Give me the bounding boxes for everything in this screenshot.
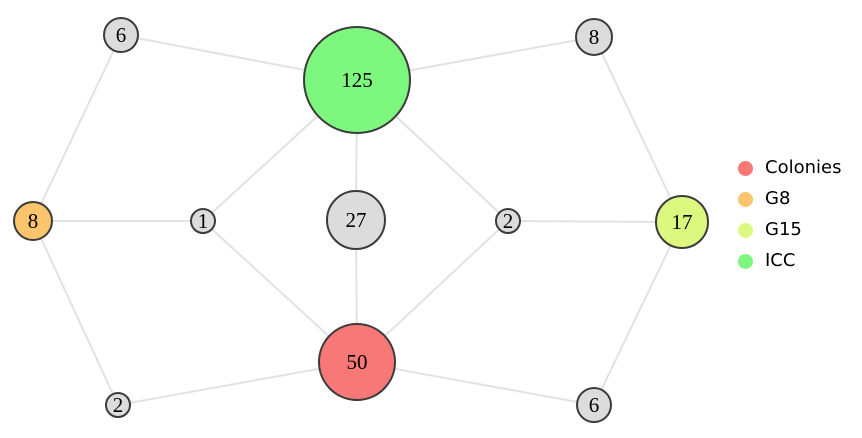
node-circle-n2-bottom-left[interactable] [105, 392, 131, 418]
node-label-n6-bottom-right: 6 [589, 393, 600, 417]
node-circle-n6-top-left[interactable] [103, 17, 139, 53]
legend-swatch-g15-icon [738, 222, 753, 238]
node-label-g15-17: 17 [672, 210, 693, 234]
node-label-icc-125: 125 [341, 68, 373, 92]
legend-item-icc: ICC [738, 250, 841, 272]
edge-g15-17--n6-bottom-right [593, 221, 683, 406]
node-label-n2-bottom-left: 2 [113, 393, 124, 417]
node-label-g8-left: 8 [28, 209, 39, 233]
legend-label-g15: G15 [765, 219, 802, 240]
node-circle-icc-125[interactable] [303, 26, 411, 134]
legend-label-icc: ICC [765, 250, 796, 271]
edge-colonies-50--n6-bottom-right [356, 361, 595, 406]
node-label-colonies-50: 50 [347, 350, 368, 374]
node-n1-mid-left[interactable]: 1 [190, 208, 216, 234]
node-label-n6-top-left: 6 [116, 23, 127, 47]
legend-item-colonies: Colonies [738, 157, 841, 179]
legend-swatch-colonies-icon [738, 160, 753, 176]
node-circle-n27-center[interactable] [326, 190, 386, 250]
legend: Colonies G8 G15 ICC [738, 157, 841, 272]
node-circle-n1-mid-left[interactable] [190, 208, 216, 234]
node-circle-n8-top-right[interactable] [575, 18, 613, 56]
edge-n2-mid-right--g15-17 [507, 220, 683, 223]
legend-item-g15: G15 [738, 219, 841, 241]
legend-item-g8: G8 [738, 188, 841, 210]
legend-swatch-icc-icon [738, 253, 753, 269]
node-circle-n6-bottom-right[interactable] [576, 387, 612, 423]
node-g15-17[interactable]: 17 [655, 195, 709, 249]
edge-n6-top-left--g8-left [32, 34, 122, 222]
edge-colonies-50--n2-bottom-left [117, 361, 358, 406]
legend-label-colonies: Colonies [765, 157, 842, 178]
node-n6-top-left[interactable]: 6 [103, 17, 139, 53]
node-g8-left[interactable]: 8 [13, 201, 53, 241]
node-label-n8-top-right: 8 [589, 25, 600, 49]
node-circle-g8-left[interactable] [13, 201, 53, 241]
node-circle-g15-17[interactable] [655, 195, 709, 249]
node-n2-bottom-left[interactable]: 2 [105, 392, 131, 418]
node-n8-top-right[interactable]: 8 [575, 18, 613, 56]
node-n2-mid-right[interactable]: 2 [495, 208, 521, 234]
legend-swatch-g8-icon [738, 191, 753, 207]
node-circle-n2-mid-right[interactable] [495, 208, 521, 234]
node-n27-center[interactable]: 27 [326, 190, 386, 250]
legend-label-g8: G8 [765, 188, 791, 209]
node-n6-bottom-right[interactable]: 6 [576, 387, 612, 423]
node-colonies-50[interactable]: 50 [318, 323, 396, 401]
node-circle-colonies-50[interactable] [318, 323, 396, 401]
edge-g8-left--n2-bottom-left [32, 220, 119, 406]
node-label-n2-mid-right: 2 [503, 209, 514, 233]
edge-n8-top-right--g15-17 [593, 36, 683, 223]
node-icc-125[interactable]: 125 [303, 26, 411, 134]
node-label-n1-mid-left: 1 [198, 209, 209, 233]
node-label-n27-center: 27 [346, 208, 367, 232]
